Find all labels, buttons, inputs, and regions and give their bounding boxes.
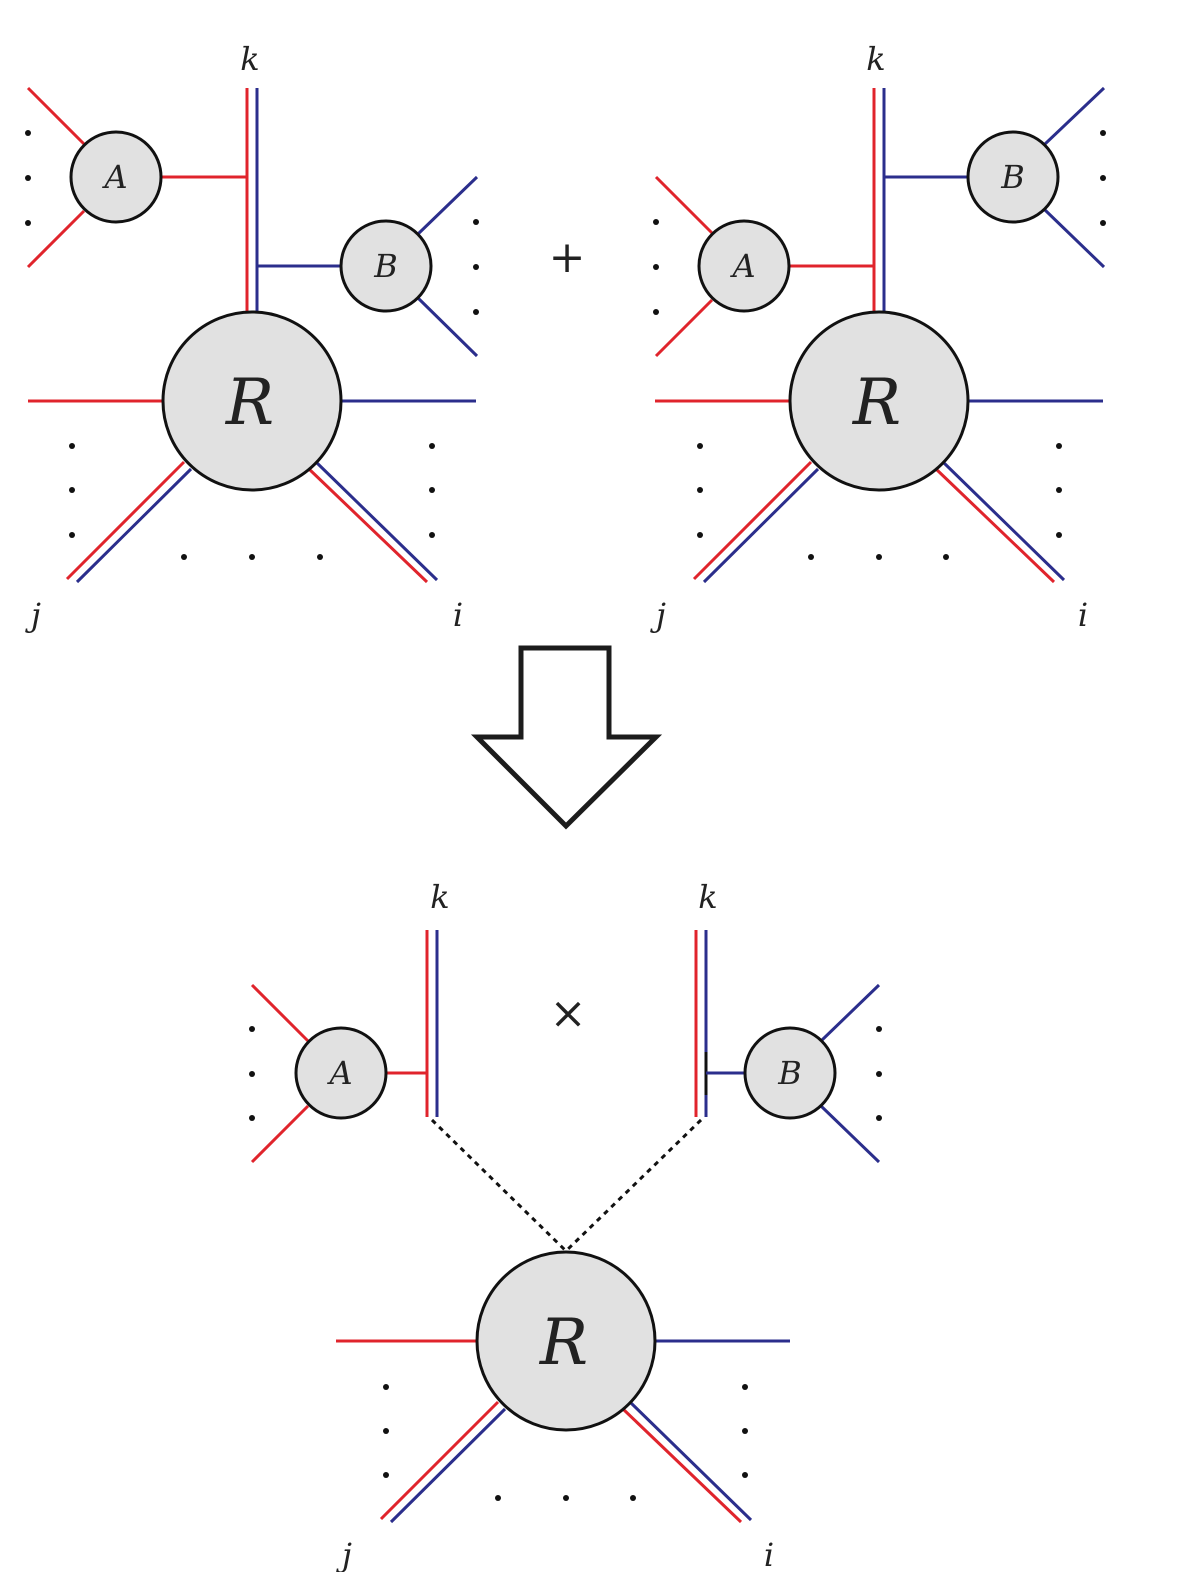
blob-a-label: A xyxy=(101,158,127,196)
top-right-diagram: A B R k j i xyxy=(650,40,1106,634)
vertex-r-label: R xyxy=(539,1306,588,1380)
blob-b xyxy=(743,1026,837,1120)
vertex-r xyxy=(788,310,970,492)
left-k-label: k xyxy=(430,878,449,916)
vertex-r xyxy=(475,1250,657,1432)
ellipsis-dots xyxy=(25,130,479,560)
blob-b-label: B xyxy=(373,247,398,285)
blob-a xyxy=(697,219,791,313)
plus-sign: + xyxy=(549,232,586,283)
leg-k-label: k xyxy=(240,40,259,78)
blob-a-label: A xyxy=(326,1054,352,1092)
leg-j-label: j xyxy=(25,596,41,634)
top-left-diagram: A B R k j i xyxy=(25,40,479,634)
blob-a xyxy=(69,130,163,224)
vertex-r-label: R xyxy=(225,366,274,440)
leg-i-label: i xyxy=(453,596,463,634)
times-sign: × xyxy=(550,988,587,1039)
blob-b-label: B xyxy=(777,1054,802,1092)
leg-j-label: j xyxy=(650,596,666,634)
blob-b xyxy=(339,219,433,313)
blob-b xyxy=(966,130,1060,224)
down-arrow-icon xyxy=(470,645,663,830)
leg-j-label: j xyxy=(336,1536,352,1572)
leg-i-label: i xyxy=(764,1536,774,1572)
leg-k-label: k xyxy=(866,40,885,78)
ellipsis-dots xyxy=(249,1026,882,1501)
blob-a xyxy=(294,1026,388,1120)
blob-a-label: A xyxy=(729,247,755,285)
vertex-r-label: R xyxy=(852,366,901,440)
bottom-diagram: A B R k k × j i xyxy=(249,878,882,1572)
leg-i-label: i xyxy=(1078,596,1088,634)
vertex-r xyxy=(161,310,343,492)
ellipsis-dots xyxy=(653,130,1106,560)
blob-b-label: B xyxy=(1000,158,1025,196)
right-k-label: k xyxy=(698,878,717,916)
